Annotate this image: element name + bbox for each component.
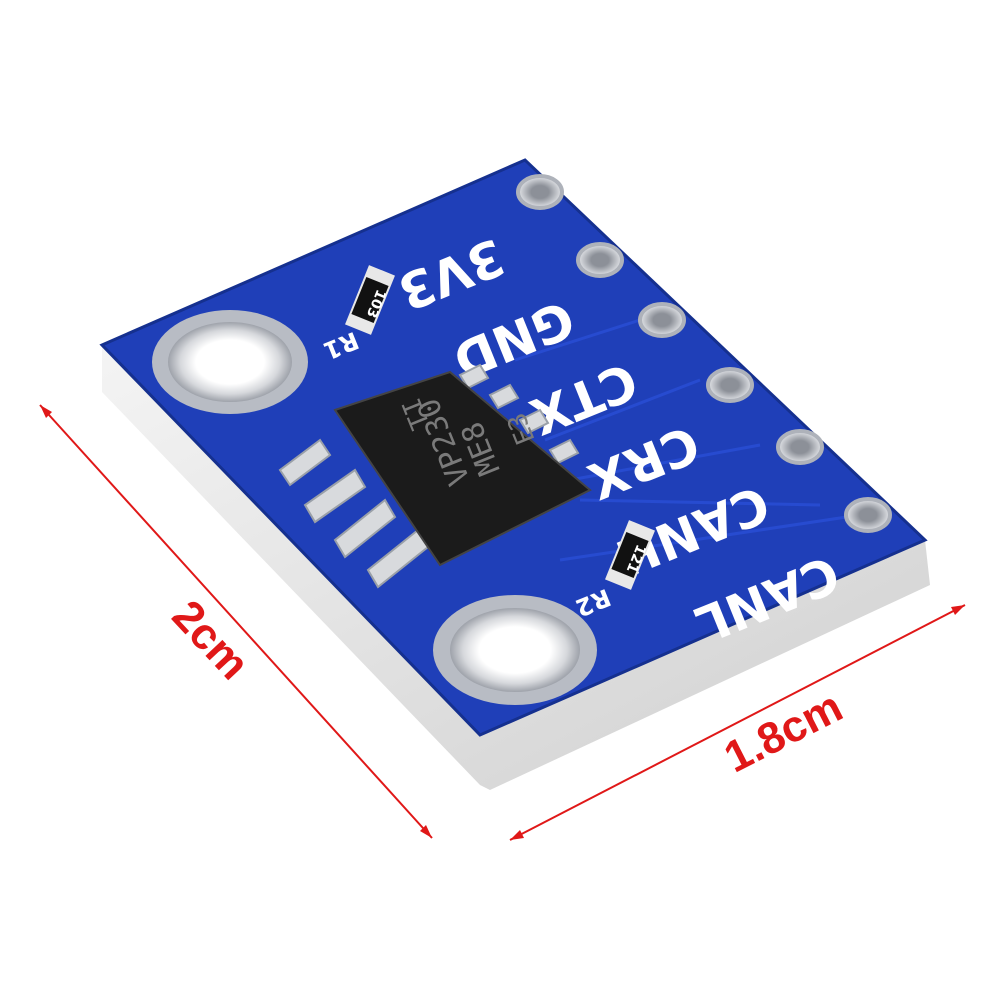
mounting-hole-top [152, 310, 308, 414]
pcb-edge [102, 345, 930, 790]
header-pads [516, 174, 892, 533]
pad-ctx [638, 302, 686, 338]
pad-crx [706, 367, 754, 403]
dimension-length-label: 2cm [163, 591, 259, 689]
traces [514, 318, 861, 562]
ic-legs [278, 363, 580, 589]
resistor-r1: 103 R1 [319, 265, 395, 365]
pad-canh [776, 429, 824, 465]
pad-3v3 [516, 174, 564, 210]
pad-gnd [576, 242, 624, 278]
pad-canl [844, 497, 892, 533]
ic-chip: VP230 ME8 TI E3 [333, 370, 592, 567]
dimension-width-label: 1.8cm [717, 682, 850, 782]
mounting-hole-bottom [433, 595, 597, 705]
